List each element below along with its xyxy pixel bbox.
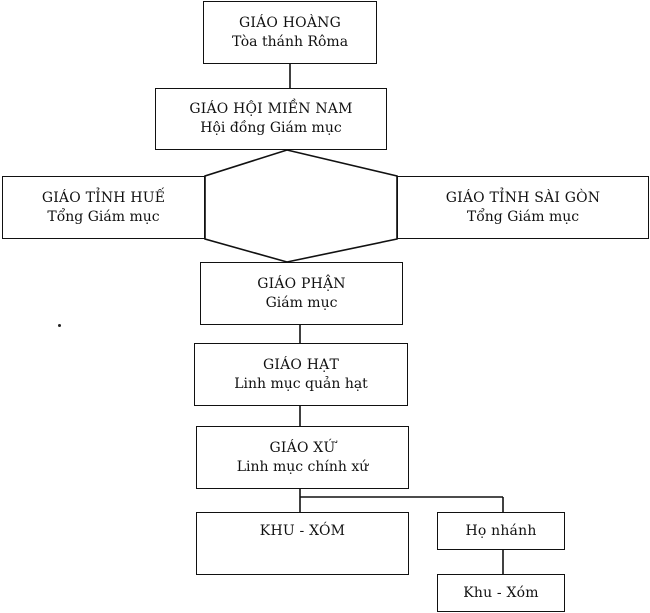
node-province-saigon-subtitle: Tổng Giám mục bbox=[466, 208, 580, 225]
node-ho-nhanh-title: Họ nhánh bbox=[465, 522, 537, 539]
node-deanery-title: GIÁO HẠT bbox=[262, 356, 339, 373]
node-south-church-subtitle: Hội đồng Giám mục bbox=[200, 120, 342, 136]
node-deanery-subtitle: Linh mục quản hạt bbox=[234, 375, 368, 392]
node-province-hue-subtitle: Tổng Giám mục bbox=[47, 208, 160, 225]
node-parish: GIÁO XỨ Linh mục chính xứ bbox=[196, 426, 409, 489]
node-parish-subtitle: Linh mục chính xứ bbox=[236, 458, 369, 475]
node-khu-xom-title: KHU - XÓM bbox=[259, 523, 346, 539]
node-diocese-subtitle: Giám mục bbox=[265, 294, 338, 311]
connector-hexagon-right bbox=[286, 149, 398, 263]
node-khu-xom: KHU - XÓM bbox=[196, 512, 409, 575]
node-khu-xom-secondary-title: Khu - Xóm bbox=[463, 584, 539, 601]
node-south-church-title: GIÁO HỘI MIỀN NAM bbox=[189, 101, 353, 118]
node-parish-title: GIÁO XỨ bbox=[269, 439, 336, 456]
node-pope-subtitle: Tòa thánh Rôma bbox=[231, 33, 349, 50]
node-diocese: GIÁO PHẬN Giám mục bbox=[200, 262, 403, 325]
node-deanery: GIÁO HẠT Linh mục quản hạt bbox=[194, 343, 408, 406]
node-pope: GIÁO HOÀNG Tòa thánh Rôma bbox=[203, 1, 377, 64]
stray-dot-mark bbox=[58, 324, 61, 327]
node-pope-title: GIÁO HOÀNG bbox=[239, 14, 341, 31]
node-province-saigon-title: GIÁO TỈNH SÀI GÒN bbox=[445, 189, 601, 206]
node-ho-nhanh: Họ nhánh bbox=[437, 512, 565, 550]
node-province-hue: GIÁO TỈNH HUẾ Tổng Giám mục bbox=[2, 176, 205, 239]
connector-hexagon-left bbox=[204, 149, 288, 263]
node-south-church: GIÁO HỘI MIỀN NAM Hội đồng Giám mục bbox=[155, 88, 387, 150]
node-province-saigon: GIÁO TỈNH SÀI GÒN Tổng Giám mục bbox=[397, 176, 649, 239]
node-khu-xom-secondary: Khu - Xóm bbox=[437, 574, 565, 612]
node-diocese-title: GIÁO PHẬN bbox=[257, 275, 346, 292]
node-province-hue-title: GIÁO TỈNH HUẾ bbox=[41, 189, 166, 206]
